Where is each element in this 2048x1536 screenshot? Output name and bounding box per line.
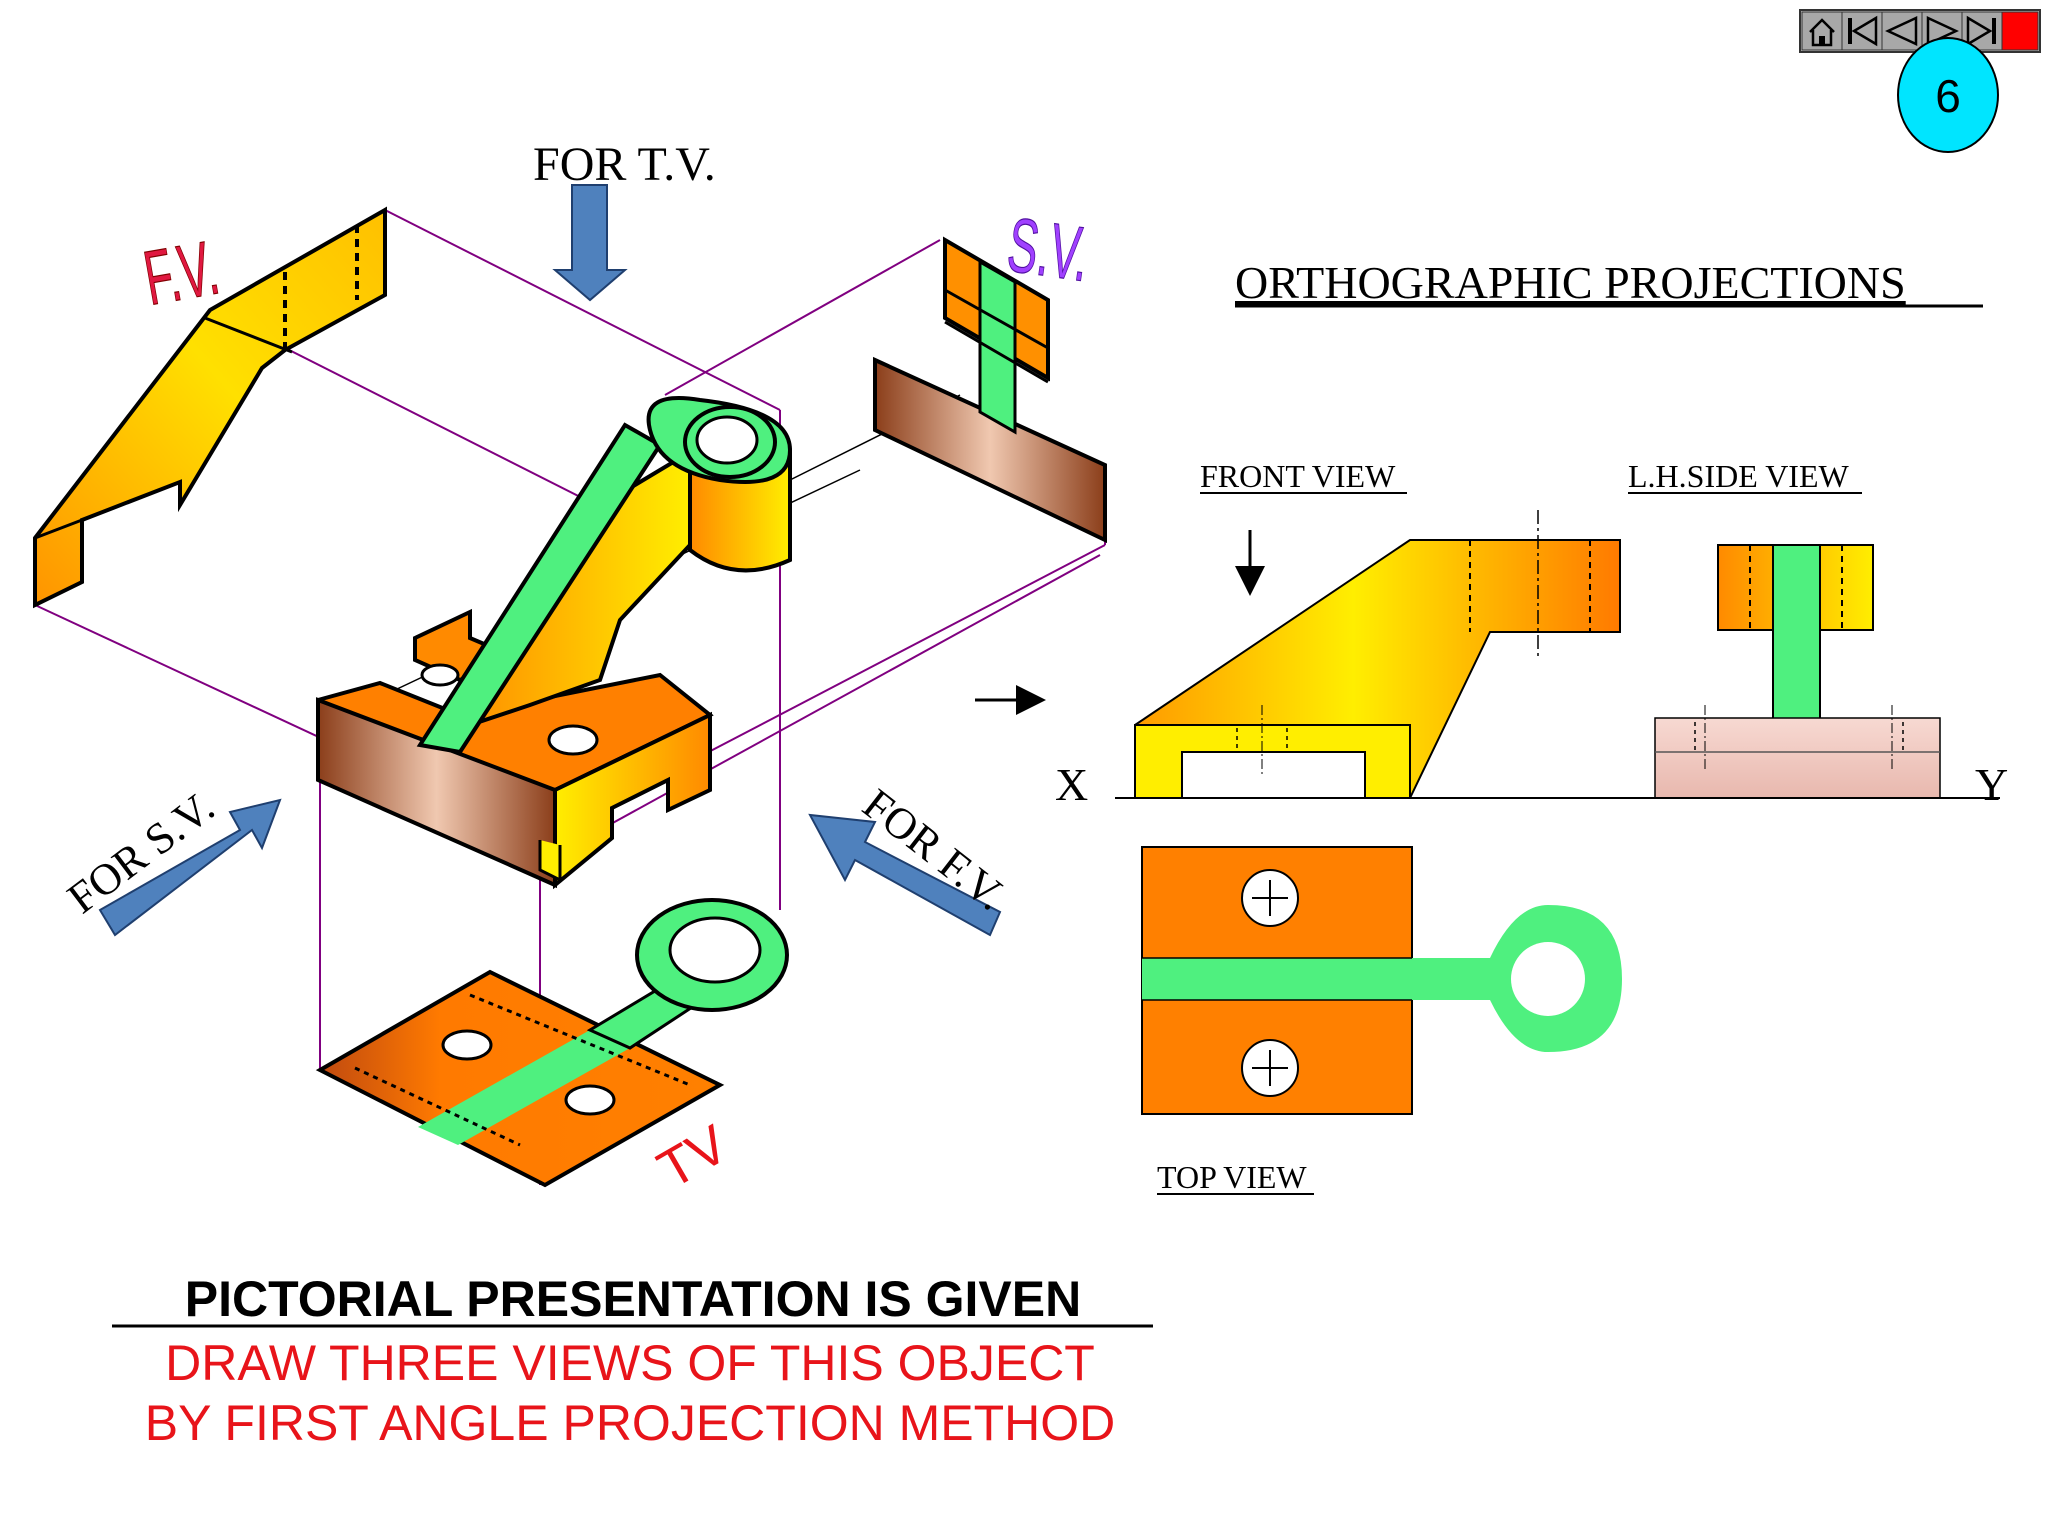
sv-projection-panel [873,236,1107,544]
caption-heading: PICTORIAL PRESENTATION IS GIVEN [185,1271,1081,1327]
slide-number: 6 [1935,70,1961,122]
home-icon[interactable] [1801,11,1843,51]
top-hole-1 [1241,869,1299,927]
for-tv-label: FOR T.V. [533,138,716,191]
tv-projection-panel [315,898,789,1188]
arrow-for-fv [808,813,1002,937]
side-view-label: L.H.SIDE VIEW [1628,458,1850,494]
top-hole-2 [1241,1039,1299,1097]
front-view-drawing [1134,510,1621,799]
fv-label: F.V. [138,225,225,322]
side-view-drawing [1654,544,1941,799]
tv-label: TV [648,1114,738,1200]
ortho-title: ORTHOGRAPHIC PROJECTIONS [1235,257,1906,308]
end-icon[interactable] [2001,11,2039,51]
slide-number-badge: 6 [1897,37,1999,153]
top-view-label: TOP VIEW [1157,1159,1307,1195]
caption-line-1: DRAW THREE VIEWS OF THIS OBJECT [165,1335,1095,1391]
fv-projection-panel [33,206,387,609]
caption-line-2: BY FIRST ANGLE PROJECTION METHOD [145,1395,1116,1451]
arrow-for-tv [552,184,628,302]
sv-label: S.V. [1003,202,1095,298]
front-view-label: FRONT VIEW [1200,458,1396,494]
x-label: X [1055,759,1088,810]
isometric-object [316,396,793,890]
previous-slide-icon[interactable] [1881,11,1923,51]
top-view-drawing [1141,846,1622,1115]
slide-navigation [1799,9,2041,53]
first-slide-icon[interactable] [1841,11,1883,51]
arrow-for-sv [98,798,282,937]
y-label: Y [1975,759,2008,810]
